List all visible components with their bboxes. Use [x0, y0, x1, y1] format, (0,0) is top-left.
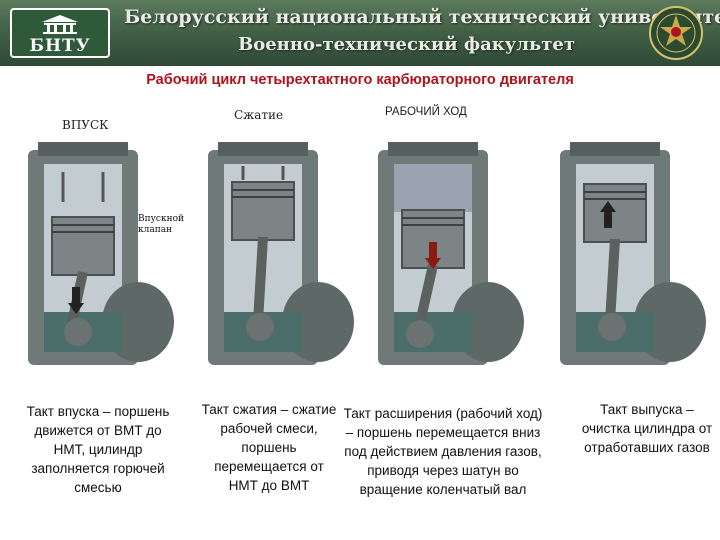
- power-description: Такт расширения (рабочий ход) – поршень …: [342, 404, 544, 499]
- faculty-emblem-icon: [648, 5, 704, 61]
- header-banner: БНТУ Белорусский национальный технически…: [0, 0, 720, 66]
- university-logo: БНТУ: [10, 8, 110, 58]
- engine-exhaust-diagram: [540, 122, 710, 384]
- compression-description: Такт сжатия – сжатие рабочей смеси, порш…: [200, 400, 338, 495]
- building-icon: [40, 14, 80, 34]
- stroke-label-compression: Сжатие: [234, 108, 283, 122]
- engine-power-diagram: [358, 122, 528, 384]
- engine-intake-diagram: [8, 122, 178, 384]
- slide-title: Рабочий цикл четырехтактного карбюраторн…: [0, 72, 720, 88]
- university-name: Белорусский национальный технический уни…: [124, 6, 720, 28]
- engine-compression-diagram: [188, 122, 358, 384]
- exhaust-description: Такт выпуска – очистка цилиндра от отраб…: [578, 400, 716, 457]
- faculty-name: Военно-технический факультет: [238, 34, 575, 55]
- stroke-label-power: РАБОЧИЙ ХОД: [385, 106, 467, 118]
- logo-text: БНТУ: [12, 36, 108, 56]
- intake-description: Такт впуска – поршень движется от ВМТ до…: [18, 402, 178, 497]
